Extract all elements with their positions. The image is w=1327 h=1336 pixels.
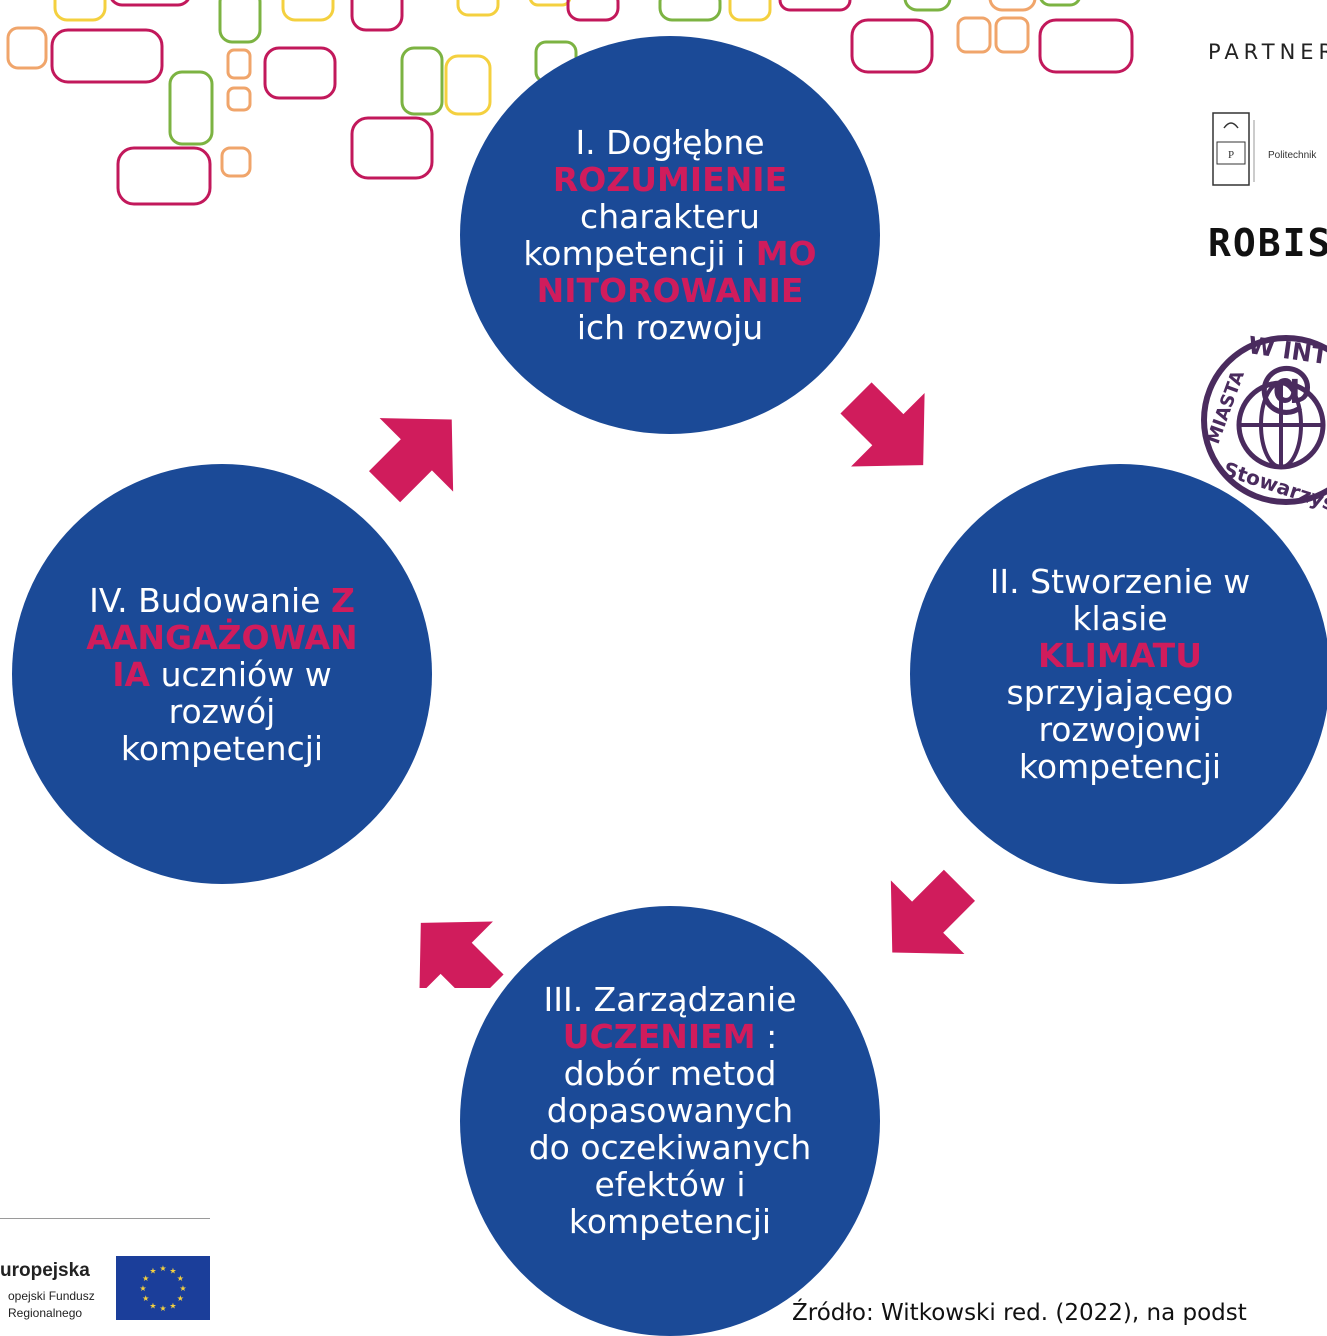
arrow-right-to-bottom <box>890 869 976 954</box>
stage-right-highlight: KLIMATU <box>1037 636 1202 675</box>
stage-left-highlight: ZAANGAŻOWANIA <box>86 580 358 694</box>
stage-bottom-highlight: UCZENIEM <box>562 1016 756 1056</box>
stage-top-highlight-1: ROZUMIENIE <box>552 160 788 199</box>
eu-star-icon: ★ <box>177 1294 184 1303</box>
stage-bottom-prefix: III. Zarządzanie <box>543 979 797 1019</box>
stage-top-suffix: ich rozwoju <box>576 308 764 347</box>
eu-star-icon: ★ <box>159 1264 166 1273</box>
stage-left-prefix: IV. Budowanie <box>89 580 321 620</box>
eu-fund-line-1: opejski Fundusz <box>8 1289 95 1303</box>
stage-circle-left: IV. Budowanie ZAANGAŻOWANIA uczniów w ro… <box>12 464 432 884</box>
eu-star-icon: ★ <box>139 1284 146 1293</box>
eu-flag-icon: ★★★★★★★★★★★★ <box>116 1256 210 1320</box>
svg-text:P: P <box>1228 149 1234 161</box>
arrow-top-to-right <box>840 382 925 467</box>
eu-star-icon: ★ <box>142 1274 149 1283</box>
stage-right-suffix: sprzyjającego rozwojowi kompetencji <box>1006 673 1234 786</box>
miasta-w-internecie-logo-icon: @ W INT MIASTA Stowarzys <box>1201 331 1327 515</box>
source-citation: Źródło: Witkowski red. (2022), na podst <box>792 1300 1247 1326</box>
stage-bottom-suffix: : dobór metod dopasowanych do oczekiwany… <box>528 1016 812 1241</box>
politechnika-logo-icon: P <box>1212 112 1255 186</box>
eu-star-icon: ★ <box>159 1304 166 1313</box>
robisz-logo: ROBISZ <box>1208 221 1327 265</box>
footer-divider <box>0 1218 210 1219</box>
eu-star-icon: ★ <box>169 1301 176 1310</box>
decorative-pattern <box>6 0 1134 206</box>
stage-left-suffix: uczniów w rozwój kompetencji <box>120 654 332 768</box>
eu-star-icon: ★ <box>179 1284 186 1293</box>
stage-circle-top: I. Dogłębne ROZUMIENIE charakteru kompet… <box>460 36 880 434</box>
stage-top-middle: charakteru kompetencji i <box>523 197 760 273</box>
stage-top-highlight-2: MONITOROWANIE <box>536 234 817 310</box>
eu-star-icon: ★ <box>149 1301 156 1310</box>
svg-text:@: @ <box>1258 354 1314 419</box>
eu-star-icon: ★ <box>177 1274 184 1283</box>
stage-circle-bottom: III. Zarządzanie UCZENIEM : dobór metod … <box>460 906 880 1336</box>
politechnika-name: Politechnik <box>1268 150 1317 161</box>
partners-heading: PARTNER <box>1208 40 1327 64</box>
stage-top-prefix: I. Dogłębne <box>575 123 765 162</box>
stage-right-prefix: II. Stworzenie w klasie <box>989 562 1251 638</box>
eu-star-icon: ★ <box>142 1294 149 1303</box>
arrow-bottom-to-left <box>419 921 504 988</box>
stage-circle-right: II. Stworzenie w klasie KLIMATU sprzyjaj… <box>910 464 1327 884</box>
arrow-left-to-top <box>368 418 454 503</box>
eu-star-icon: ★ <box>169 1267 176 1276</box>
eu-fund-line-2: Regionalnego <box>8 1306 83 1320</box>
eu-title: uropejska <box>0 1260 90 1281</box>
eu-star-icon: ★ <box>149 1267 156 1276</box>
